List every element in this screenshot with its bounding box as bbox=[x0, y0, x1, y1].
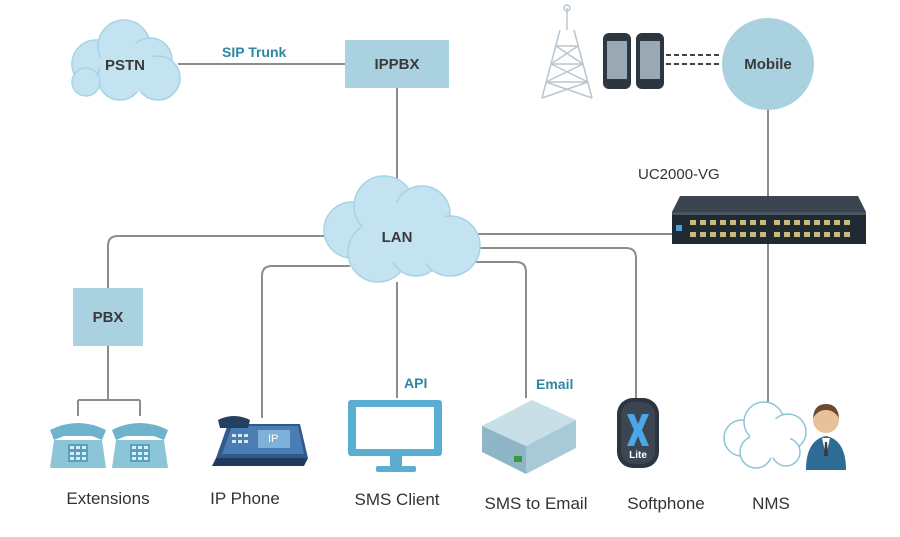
sip-trunk-label: SIP Trunk bbox=[222, 44, 287, 60]
ip-phone-badge: IP bbox=[268, 433, 279, 445]
caption-ip-phone: IP Phone bbox=[210, 489, 280, 508]
lan-cloud bbox=[323, 175, 481, 283]
mobile-circle bbox=[722, 18, 814, 110]
connection-lines bbox=[77, 54, 769, 418]
line-lan-smstoemail bbox=[470, 261, 527, 398]
caption-extensions: Extensions bbox=[66, 489, 150, 508]
mobile-label: Mobile bbox=[744, 56, 792, 73]
ippbx-label: IPPBX bbox=[374, 56, 420, 73]
caption-sms-client: SMS Client bbox=[354, 490, 440, 509]
pbx-box bbox=[73, 288, 143, 346]
lan-label: LAN bbox=[381, 229, 413, 246]
softphone-app-icon bbox=[617, 398, 659, 468]
line-lan-ipphone bbox=[261, 265, 350, 418]
nms-cloud bbox=[723, 401, 807, 469]
gateway-label: UC2000-VG bbox=[638, 166, 720, 183]
email-label: Email bbox=[536, 376, 574, 392]
pstn-label: PSTN bbox=[104, 57, 145, 74]
line-lan-pbx bbox=[107, 235, 330, 288]
api-label: API bbox=[404, 375, 428, 391]
softphone-badge: Lite bbox=[629, 450, 647, 461]
caption-nms: NMS bbox=[752, 494, 790, 513]
admin-user-icon bbox=[806, 404, 846, 470]
monitor-icon bbox=[348, 400, 442, 472]
caption-sms-to-email: SMS to Email bbox=[484, 494, 588, 513]
desk-phone-icon bbox=[50, 423, 168, 468]
line-pbx-extensions bbox=[77, 346, 141, 416]
line-lan-softphone bbox=[478, 247, 637, 398]
caption-softphone: Softphone bbox=[627, 494, 705, 513]
cell-tower-icon bbox=[541, 4, 593, 99]
ip-phone-icon bbox=[212, 416, 308, 466]
ippbx-box bbox=[345, 40, 449, 88]
server-box-icon bbox=[482, 400, 576, 474]
gateway-device-icon bbox=[672, 196, 866, 244]
pbx-label: PBX bbox=[92, 309, 124, 326]
mobile-phone-icon bbox=[603, 33, 664, 89]
pstn-cloud bbox=[71, 19, 181, 101]
